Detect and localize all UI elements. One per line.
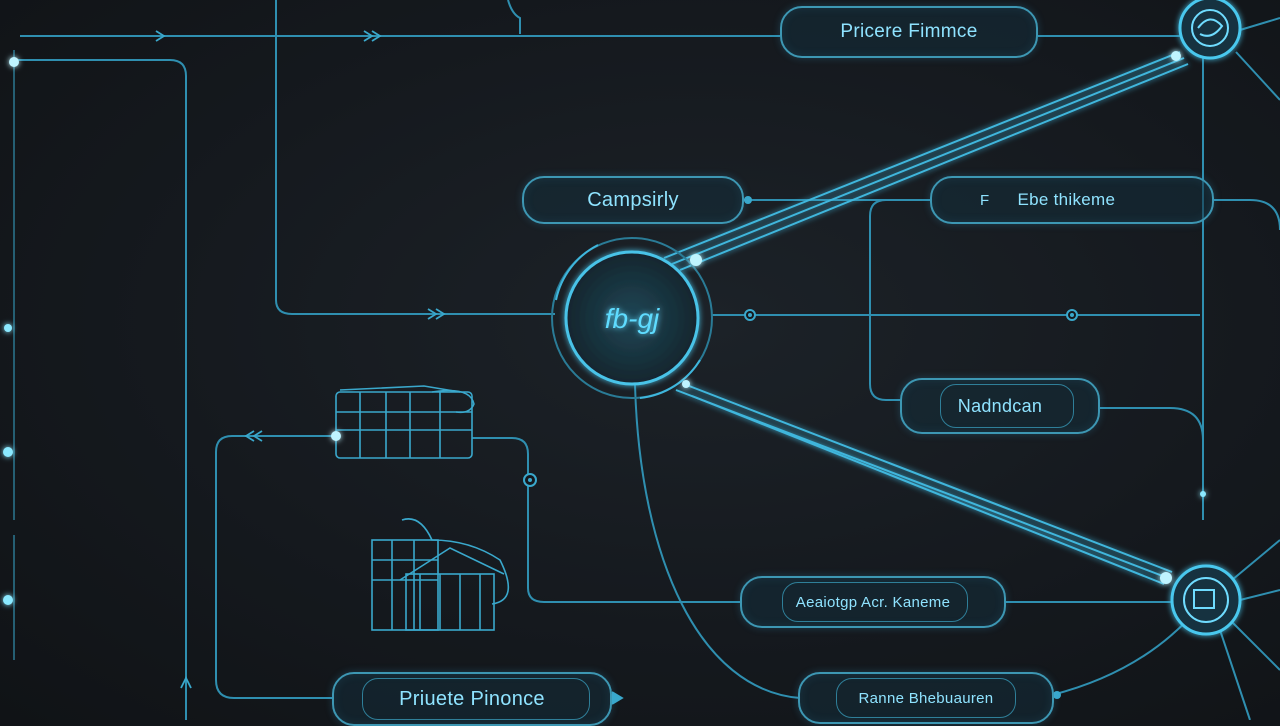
node-prefix: F	[980, 191, 990, 209]
node-priuete-pinonce[interactable]: Priuete Pinonce	[332, 672, 612, 726]
node-aeaiotgp[interactable]: Aeaiotgp Acr. Kaneme	[740, 576, 1006, 628]
arrowheads	[155, 30, 624, 705]
node-nadndcan[interactable]: Nadndcan	[900, 378, 1100, 434]
node-label: Aeaiotgp Acr. Kaneme	[795, 593, 951, 611]
building-icon	[335, 385, 475, 459]
connector-lines	[12, 0, 1280, 720]
house-icon	[371, 518, 510, 631]
central-hub[interactable]	[551, 237, 713, 399]
signal-dots	[3, 51, 1206, 605]
bottom-right-hub-icon[interactable]	[1170, 564, 1242, 636]
node-pricere-fimmce[interactable]: Pricere Fimmce	[780, 6, 1038, 58]
node-label: Ebe thikeme	[1017, 190, 1116, 209]
node-label: Nadndcan	[957, 395, 1043, 416]
node-label: Pricere Fimmce	[840, 21, 978, 42]
junction-markers	[523, 309, 1078, 487]
node-label: Ranne Bhebuauren	[858, 689, 994, 707]
hub-spokes	[1219, 17, 1280, 720]
node-label: Campsirly	[587, 188, 679, 211]
node-campsirly[interactable]: Campsirly	[522, 176, 744, 224]
node-label: Priuete Pinonce	[399, 687, 545, 710]
node-ebe-thikeme[interactable]: F Ebe thikeme	[930, 176, 1214, 224]
top-right-hub-icon[interactable]	[1178, 0, 1242, 60]
diagonal-beams	[663, 51, 1189, 585]
node-ranne-bhebuauren[interactable]: Ranne Bhebuauren	[798, 672, 1054, 724]
hub-glyph: fb-gj	[605, 303, 660, 334]
